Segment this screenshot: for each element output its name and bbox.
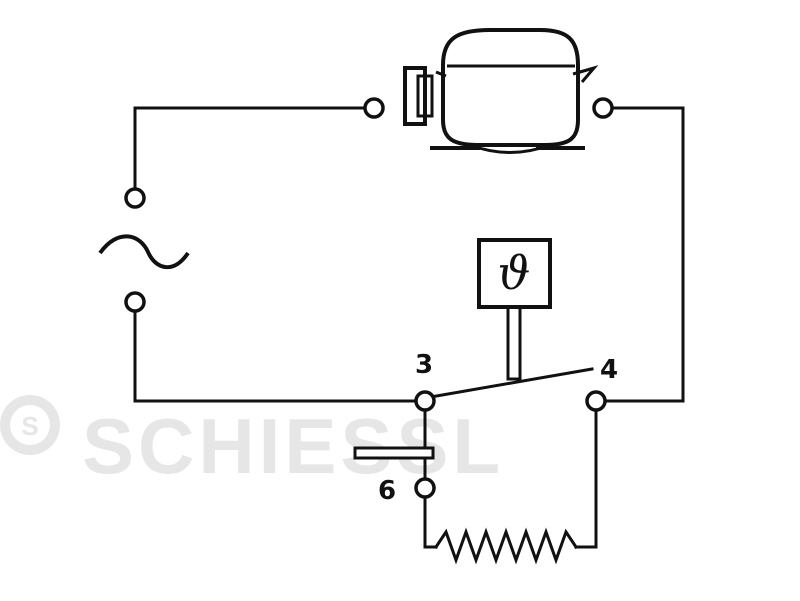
heater-resistor-icon [433, 527, 579, 565]
thermostat-symbol: ϑ [498, 246, 531, 300]
terminal-6 [414, 477, 436, 499]
terminal-ac-bottom [124, 291, 146, 313]
compressor-icon [403, 28, 599, 154]
terminals [124, 97, 614, 499]
ac-source-icon [98, 234, 190, 270]
terminal-label-4: 4 [600, 355, 618, 385]
terminal-label-3: 3 [415, 350, 433, 380]
switch-bracket [353, 446, 435, 460]
wires [133, 106, 685, 565]
switch-lever [423, 367, 594, 400]
terminal-label-6: 6 [378, 476, 396, 506]
thermostat-box: ϑ [477, 238, 552, 309]
watermark: S SCHIESSL [0, 395, 504, 490]
watermark-logo: S [0, 395, 60, 455]
terminal-ac-top [124, 187, 146, 209]
terminal-compressor-left [363, 97, 385, 119]
terminal-4 [585, 390, 607, 412]
watermark-logo-letter: S [21, 411, 38, 441]
watermark-text: SCHIESSL [82, 402, 504, 490]
thermostat-stem [506, 305, 522, 381]
terminal-3 [414, 390, 436, 412]
terminal-compressor-right [592, 97, 614, 119]
